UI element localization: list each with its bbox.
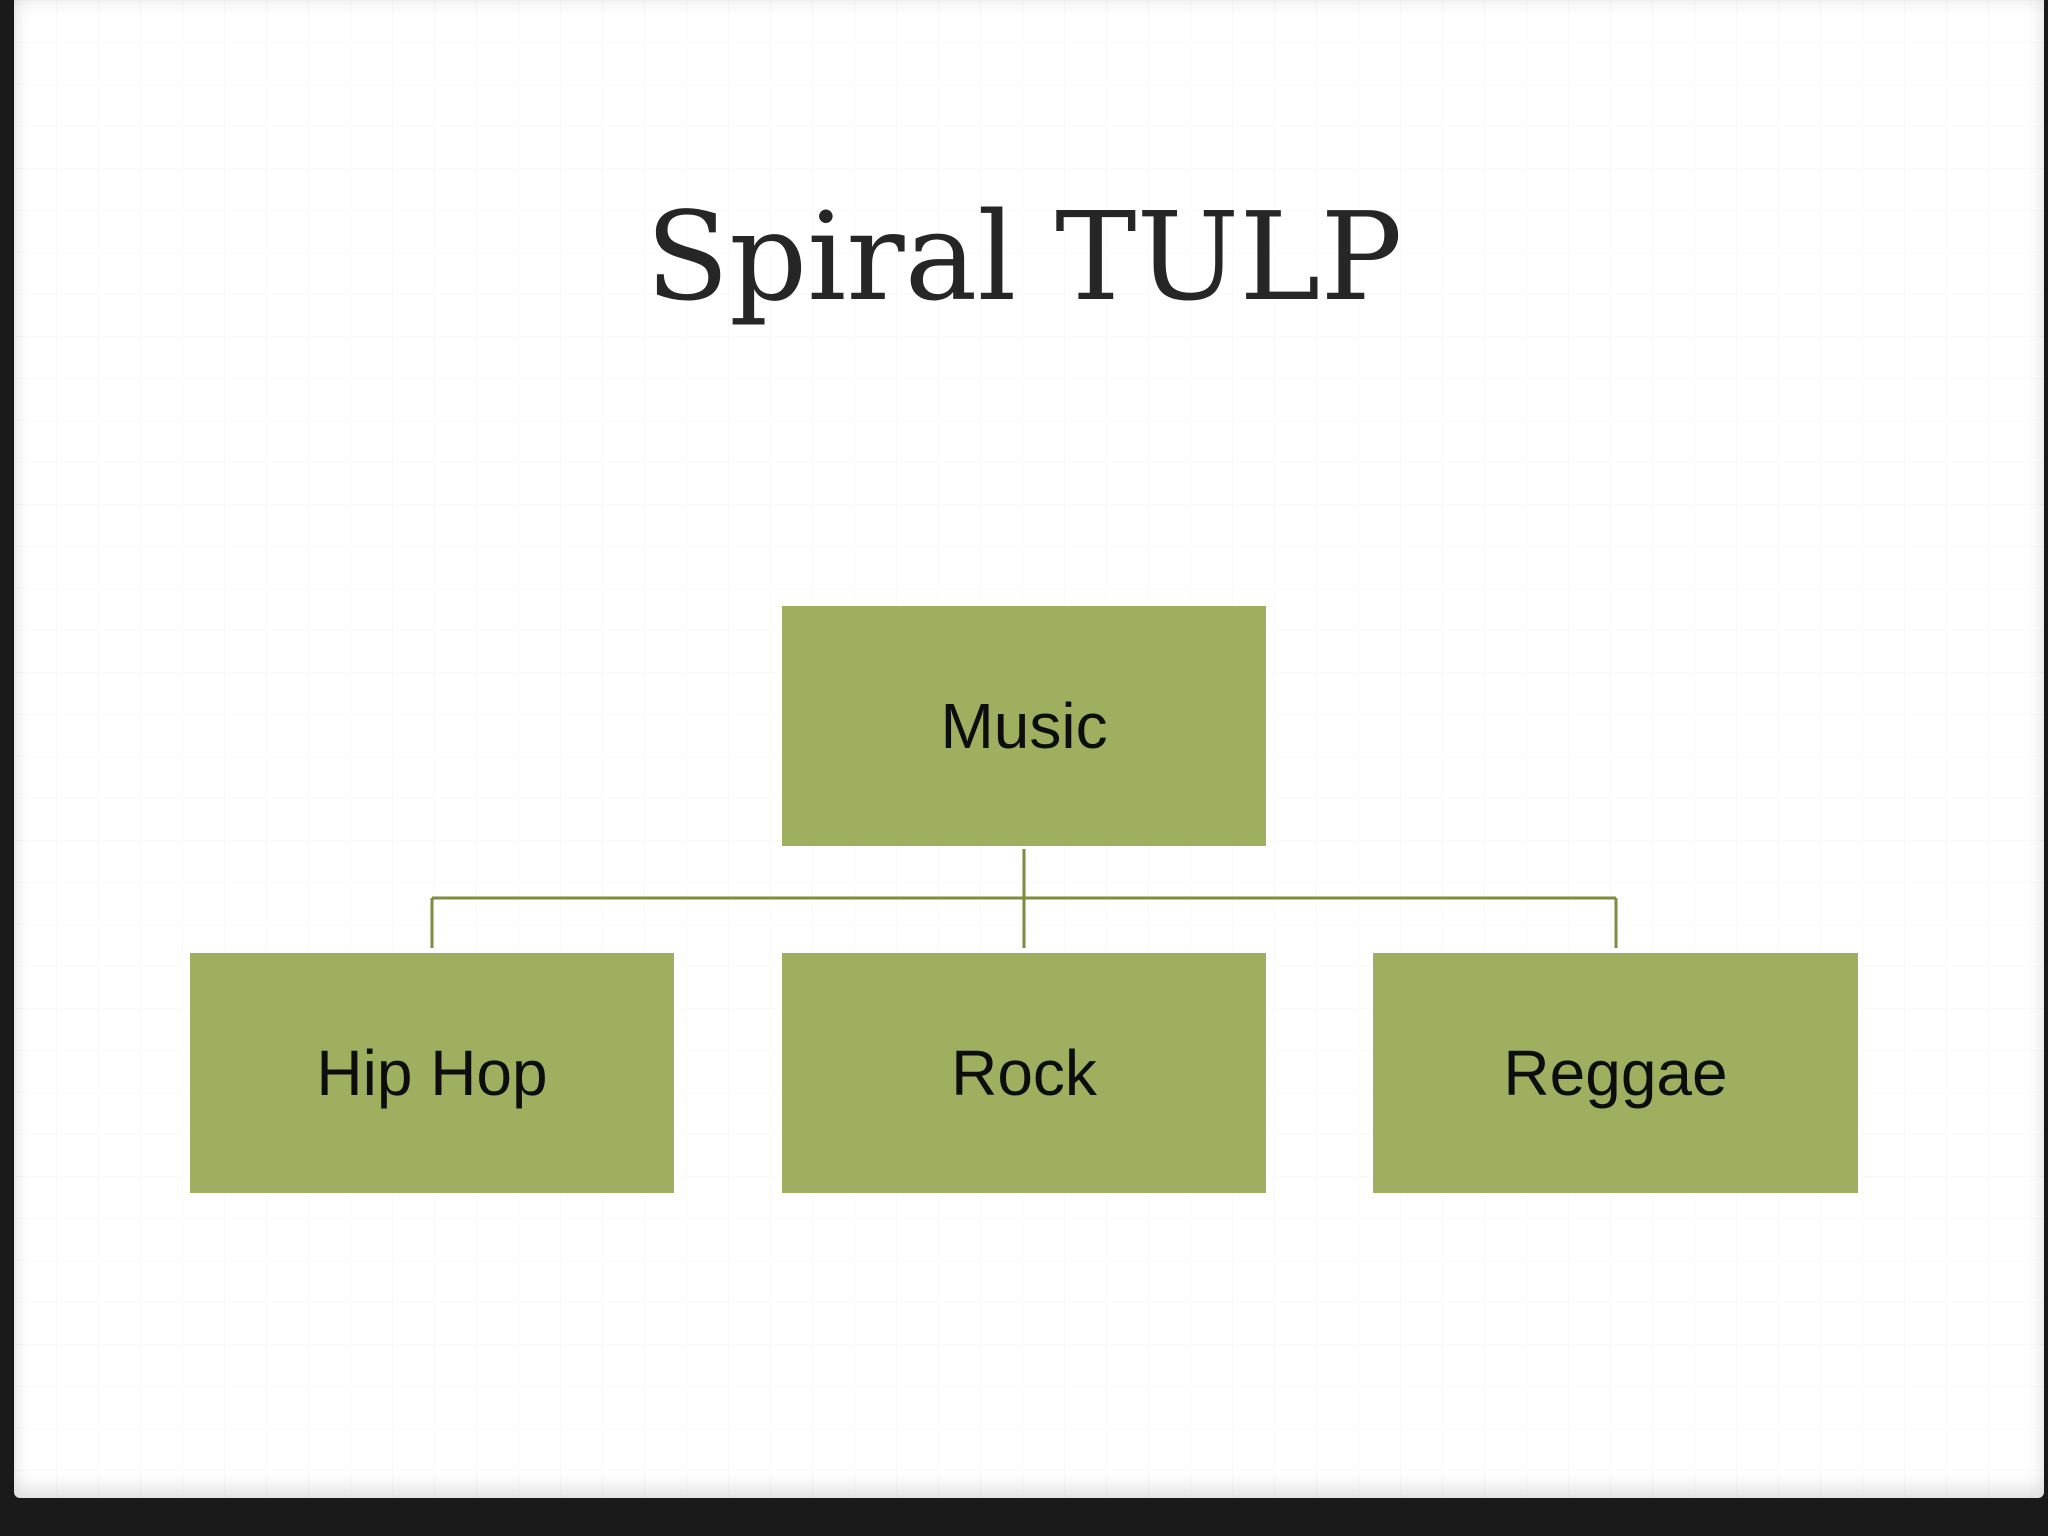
slide-title: Spiral TULP (645, 186, 1403, 328)
org-node-label: Music (940, 690, 1108, 762)
org-node-hip-hop: Hip Hop (190, 953, 674, 1193)
org-node-label: Reggae (1503, 1037, 1728, 1109)
org-node-label: Rock (951, 1037, 1097, 1109)
org-node-reggae: Reggae (1373, 953, 1858, 1193)
org-node-label: Hip Hop (316, 1037, 548, 1109)
org-node-rock: Rock (782, 953, 1266, 1193)
org-node-music: Music (782, 606, 1266, 846)
